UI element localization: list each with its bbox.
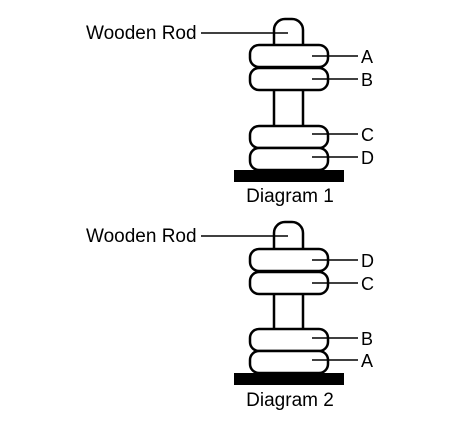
ring-label: C (361, 274, 374, 294)
ring-label: D (361, 251, 374, 271)
diagram-2: Wooden Rod D C B A Diagram 2 (86, 220, 374, 411)
base (234, 170, 344, 182)
ring-label: A (361, 351, 373, 371)
ring-label: A (361, 47, 373, 67)
ring-label: B (361, 70, 373, 90)
caption: Diagram 1 (246, 186, 334, 207)
ring-a (248, 349, 330, 375)
ring-d (248, 146, 330, 172)
ring-label: C (361, 125, 374, 145)
ring-label: D (361, 148, 374, 168)
ring-b (248, 327, 330, 353)
ring-label: B (361, 329, 373, 349)
diagram-1: Wooden Rod A B C D Diagram 1 (86, 17, 374, 207)
caption: Diagram 2 (246, 390, 334, 411)
rod-label: Wooden Rod (86, 23, 197, 44)
ring-c (248, 124, 330, 150)
base (234, 373, 344, 385)
rod-label: Wooden Rod (86, 226, 197, 247)
